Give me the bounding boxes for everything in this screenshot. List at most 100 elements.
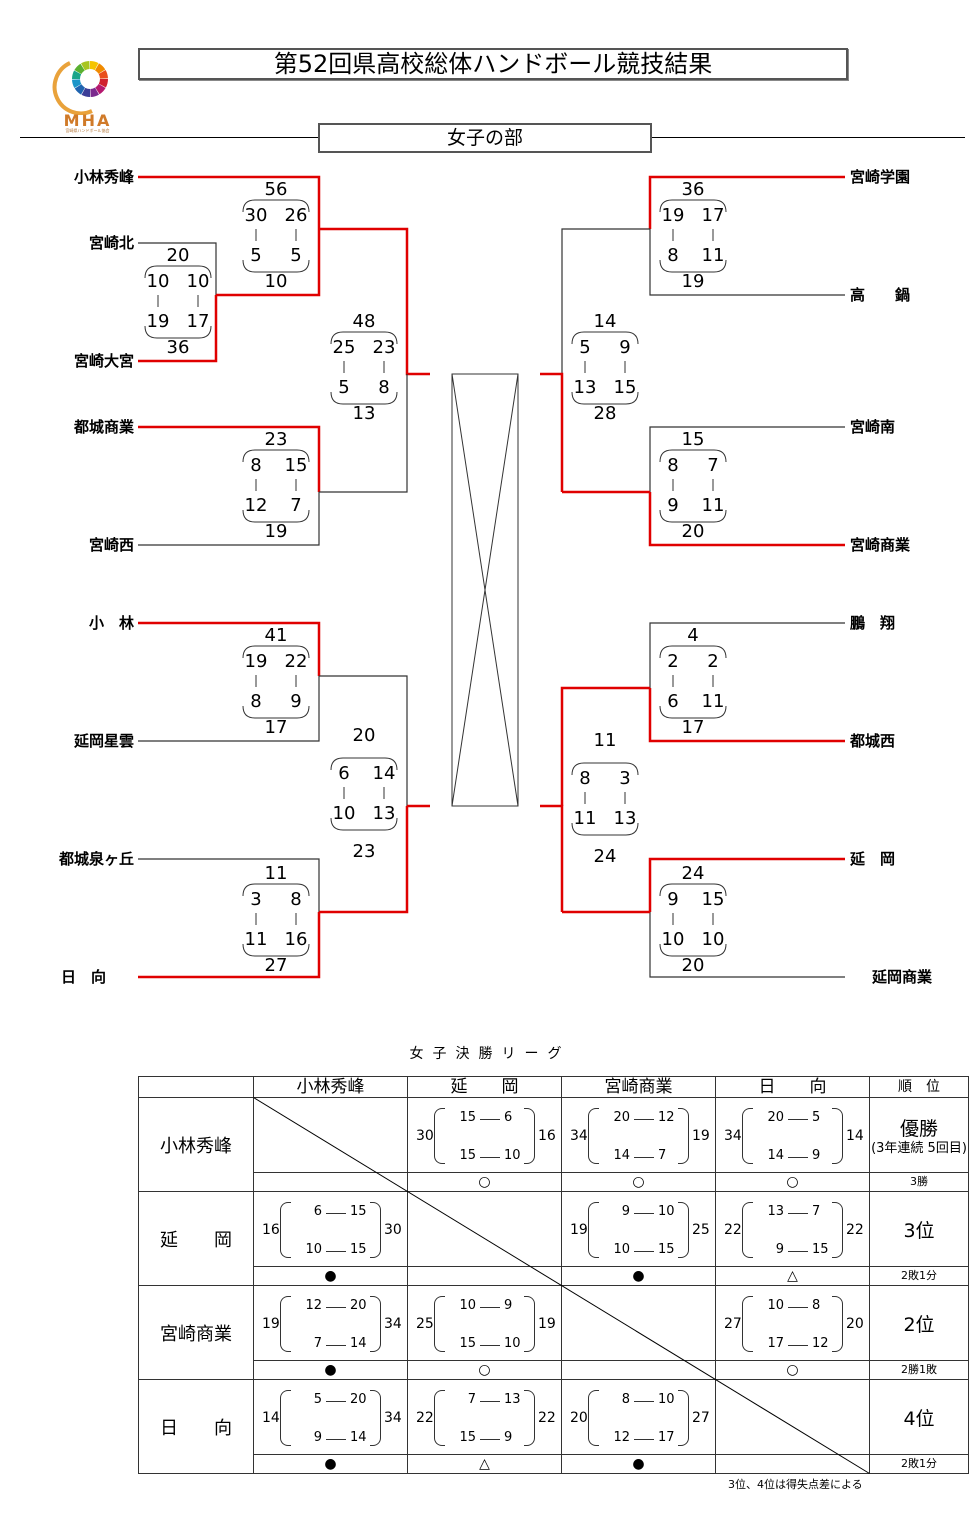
score-half: 15 (613, 377, 637, 398)
half2-left: 15 (459, 1148, 476, 1163)
wheel-segment (95, 84, 106, 95)
half2-left: 17 (767, 1336, 784, 1351)
half1-left: 15 (459, 1110, 476, 1125)
dash (326, 1345, 346, 1346)
score-half: 16 (284, 929, 308, 950)
team-name-right: 高 鍋 (850, 286, 911, 304)
brace-right (832, 1202, 843, 1258)
wheel-segment (81, 61, 90, 71)
score-half: 30 (244, 205, 268, 226)
score-brace (571, 762, 639, 836)
section-title: 女子の部 (446, 127, 523, 149)
score-total-bottom: 27 (264, 955, 288, 976)
score-half: 15 (701, 889, 725, 910)
score-half: 9 (619, 337, 631, 358)
score-total-bottom: 10 (264, 271, 288, 292)
bracket-line (649, 622, 845, 688)
score-half: 2 (707, 651, 719, 672)
result-mark: ● (253, 1266, 408, 1286)
dash (480, 1119, 500, 1120)
bracket-line (138, 242, 217, 295)
score-total-top: 23 (264, 429, 288, 450)
rank-value: 優勝 (899, 1118, 938, 1140)
half1-left: 13 (767, 1204, 784, 1219)
total-right: 34 (384, 1316, 402, 1332)
half2-right: 7 (658, 1148, 667, 1163)
section-box: 女子の部 (318, 123, 652, 153)
match-cell: 34 20 5 14 9 14 (715, 1097, 870, 1173)
total-left: 25 (416, 1316, 434, 1332)
page-title: 第52回県高校総体ハンドボール競技結果 (273, 50, 713, 78)
half1-left: 6 (313, 1204, 322, 1219)
total-right: 22 (846, 1222, 864, 1238)
score-half: 11 (701, 691, 725, 712)
league-title: 女子決勝リーグ (409, 1046, 571, 1062)
score-total-top: 41 (264, 625, 288, 646)
logo-text: MHA (63, 111, 112, 130)
half1-left: 7 (467, 1392, 476, 1407)
result-mark: ○ (407, 1172, 562, 1192)
score-total-bottom: 28 (593, 403, 617, 424)
half1-right: 20 (350, 1392, 367, 1407)
match-cell: 22 13 7 9 15 22 (715, 1191, 870, 1267)
wheel-segment (81, 87, 90, 97)
brace-right (524, 1390, 535, 1446)
half1-right: 13 (504, 1392, 521, 1407)
record-cell: 2勝1敗 (869, 1360, 969, 1380)
team-name-left: 宮崎北 (88, 234, 134, 252)
league-table: 小林秀峰 延 岡 宮崎商業 日 向 順 位 小林秀峰 30 15 6 15 10… (138, 1076, 969, 1474)
score-half: 6 (667, 691, 679, 712)
score-total-top: 56 (264, 179, 288, 200)
score-total-bottom: 20 (681, 955, 705, 976)
total-right: 19 (692, 1128, 710, 1144)
dash (326, 1401, 346, 1402)
score-half: 23 (372, 337, 396, 358)
score-half: 3 (250, 889, 262, 910)
rank-cell: 4位 (869, 1379, 969, 1455)
brace-left (434, 1296, 445, 1352)
wheel-segment (90, 87, 99, 97)
half2-left: 10 (305, 1242, 322, 1257)
match-cell: 20 8 10 12 17 27 (561, 1379, 716, 1455)
score-half: 10 (701, 929, 725, 950)
wheel-segment (72, 79, 82, 88)
league-mark-row: ●○○2勝1敗 (139, 1360, 969, 1380)
bracket-line (648, 688, 845, 743)
score-half: 14 (372, 763, 396, 784)
score-half: 11 (701, 495, 725, 516)
total-left: 16 (262, 1222, 280, 1238)
final-box (451, 373, 519, 807)
bracket-line (216, 229, 321, 297)
score-total-top: 15 (681, 429, 705, 450)
score-half: 8 (250, 455, 262, 476)
brace-right (832, 1108, 843, 1164)
result-mark (561, 1360, 716, 1380)
dash (634, 1439, 654, 1440)
team-name-left: 日 向 (60, 968, 106, 986)
half1-right: 9 (504, 1298, 513, 1313)
score-total-top: 36 (681, 179, 705, 200)
half2-right: 17 (658, 1430, 675, 1445)
dash (634, 1251, 654, 1252)
bracket-line (319, 374, 408, 493)
total-right: 22 (538, 1410, 556, 1426)
score-half: 10 (661, 929, 685, 950)
result-mark: ○ (715, 1360, 870, 1380)
brace-right (678, 1390, 689, 1446)
half1-left: 20 (767, 1110, 784, 1125)
total-right: 14 (846, 1128, 864, 1144)
score-half: 5 (338, 377, 350, 398)
rank-cell: 2位 (869, 1285, 969, 1361)
score-total-top: 4 (687, 625, 699, 646)
dash (634, 1213, 654, 1214)
half2-left: 15 (459, 1430, 476, 1445)
half1-right: 15 (350, 1204, 367, 1219)
bracket-line (138, 295, 218, 363)
dash (480, 1439, 500, 1440)
half2-right: 14 (350, 1430, 367, 1445)
score-half: 15 (284, 455, 308, 476)
score-total-top: 48 (352, 311, 376, 332)
brace-left (588, 1202, 599, 1258)
record-cell: 2敗1分 (869, 1266, 969, 1286)
wheel-segment (74, 84, 85, 95)
